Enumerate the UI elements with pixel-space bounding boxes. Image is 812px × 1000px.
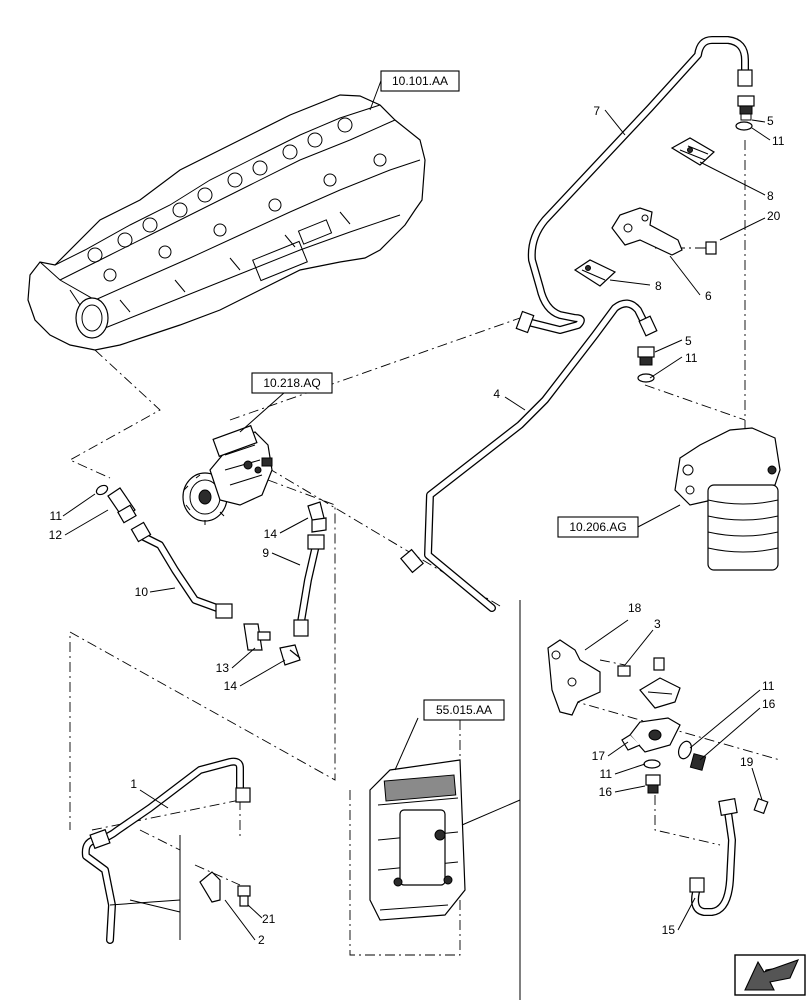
fuel-filter bbox=[674, 427, 781, 571]
fitting-14-top bbox=[307, 501, 327, 533]
bolt-21 bbox=[237, 885, 251, 907]
fuel-pipe-4 bbox=[400, 299, 658, 612]
ref-cylinder-head-label: 10.101.AA bbox=[392, 74, 448, 88]
callout-20: 20 bbox=[767, 209, 781, 223]
ref-injection-pump[interactable]: 10.218.AQ bbox=[239, 372, 333, 433]
sensor bbox=[639, 657, 681, 709]
callout-18: 18 bbox=[628, 601, 642, 615]
o-ring-11-left bbox=[95, 484, 109, 496]
cylinder-head bbox=[27, 94, 426, 351]
callout-11-top: 11 bbox=[772, 134, 785, 148]
plug-16-right bbox=[689, 753, 707, 771]
fuel-pipe-10 bbox=[130, 521, 233, 619]
o-ring-11-mid bbox=[637, 373, 655, 383]
fitting-5-top bbox=[737, 95, 755, 121]
callout-5-top: 5 bbox=[767, 114, 774, 128]
callout-1: 1 bbox=[130, 777, 137, 791]
clamp-8-top bbox=[670, 137, 716, 166]
callout-9: 9 bbox=[262, 546, 269, 560]
fitting-block-17 bbox=[621, 717, 681, 753]
callout-leaders bbox=[62, 109, 771, 941]
callout-15: 15 bbox=[662, 923, 676, 937]
o-ring-11-lower bbox=[643, 759, 661, 769]
callout-14-top: 14 bbox=[264, 527, 278, 541]
ref-injection-pump-label: 10.218.AQ bbox=[263, 376, 320, 390]
callout-11-mid: 11 bbox=[685, 351, 698, 365]
callout-12: 12 bbox=[49, 528, 63, 542]
o-ring-11-right bbox=[677, 740, 693, 760]
callout-11-left: 11 bbox=[50, 509, 63, 523]
callout-3: 3 bbox=[654, 617, 661, 631]
plug-16-lower bbox=[645, 774, 661, 794]
fitting-14-bottom bbox=[279, 644, 301, 666]
ref-fuel-filter[interactable]: 10.206.AG bbox=[557, 504, 681, 538]
callout-6: 6 bbox=[705, 289, 712, 303]
bracket-6 bbox=[611, 207, 683, 256]
tee-13 bbox=[243, 623, 271, 651]
fitting-5-mid bbox=[637, 346, 655, 366]
callout-11-lower: 11 bbox=[600, 767, 613, 781]
callout-4: 4 bbox=[493, 387, 500, 401]
callout-16-lower: 16 bbox=[599, 785, 613, 799]
ref-ecu-label: 55.015.AA bbox=[436, 703, 492, 717]
fuel-pipe-15 bbox=[689, 798, 738, 916]
ref-fuel-filter-label: 10.206.AG bbox=[569, 520, 626, 534]
callout-8-mid: 8 bbox=[655, 279, 662, 293]
union-12 bbox=[107, 487, 137, 524]
fuel-pipe-1 bbox=[81, 757, 251, 944]
callouts: 7 5 11 8 20 8 6 5 11 4 11 12 10 14 9 13 … bbox=[49, 104, 785, 947]
callout-21: 21 bbox=[262, 912, 276, 926]
bolt-19 bbox=[753, 797, 769, 815]
clip-2 bbox=[199, 871, 221, 903]
o-ring-11-top bbox=[735, 121, 753, 131]
callout-2: 2 bbox=[258, 933, 265, 947]
ecu-leader bbox=[461, 799, 521, 826]
callout-10: 10 bbox=[135, 585, 149, 599]
callout-16-right: 16 bbox=[762, 697, 776, 711]
callout-13: 13 bbox=[216, 661, 230, 675]
fuel-pipe-7 bbox=[515, 36, 753, 334]
bolt-20 bbox=[700, 241, 717, 255]
callout-19: 19 bbox=[740, 755, 754, 769]
injection-pump bbox=[182, 424, 273, 525]
bracket-18 bbox=[547, 639, 601, 716]
fuel-pipe-9 bbox=[293, 534, 325, 637]
bolt-3 bbox=[617, 665, 631, 677]
clamp-8-mid bbox=[573, 259, 617, 287]
callout-17: 17 bbox=[592, 749, 606, 763]
ref-ecu[interactable]: 55.015.AA bbox=[394, 699, 505, 771]
callout-14-bottom: 14 bbox=[224, 679, 238, 693]
callout-7: 7 bbox=[593, 104, 600, 118]
callout-5-mid: 5 bbox=[685, 334, 692, 348]
next-page-arrow-icon[interactable] bbox=[734, 954, 806, 996]
ref-cylinder-head[interactable]: 10.101.AA bbox=[369, 70, 460, 111]
pipe-1-bracket-lines bbox=[109, 835, 181, 940]
callout-8-top: 8 bbox=[767, 189, 774, 203]
ecu bbox=[369, 759, 466, 921]
callout-11-right: 11 bbox=[762, 679, 775, 693]
